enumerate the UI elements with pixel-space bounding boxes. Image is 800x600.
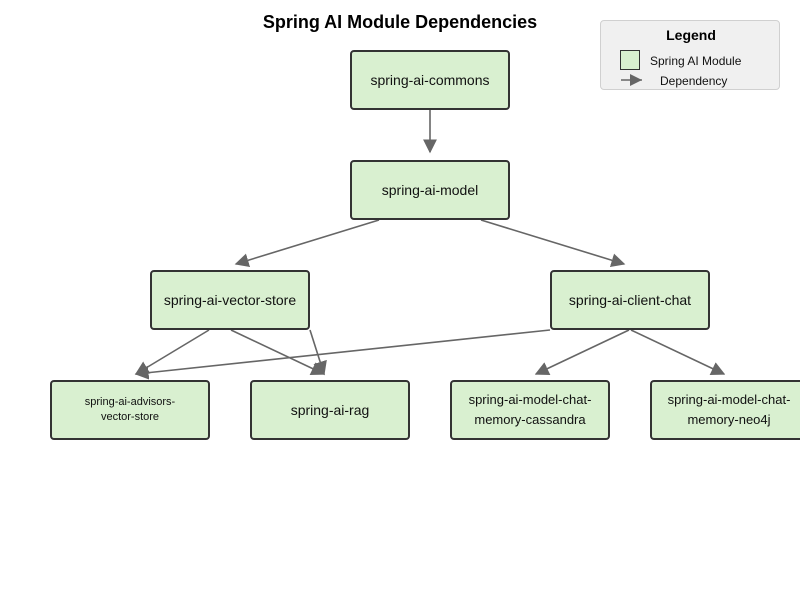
node-label-line1: spring-ai-model-chat-: [468, 392, 592, 407]
node-label: spring-ai-client-chat: [568, 292, 692, 308]
edge-client-chat-to-neo4j: [630, 329, 726, 375]
node-spring-ai-model-chat-memory-neo4j: spring-ai-model-chat- memory-neo4j: [650, 380, 800, 440]
legend-title: Legend: [666, 27, 716, 43]
diagram-title: Spring AI Module Dependencies: [262, 12, 538, 32]
node-spring-ai-advisors-vector-store: spring-ai-advisors- vector-store: [50, 380, 210, 440]
node-spring-ai-vector-store: spring-ai-vector-store: [150, 270, 310, 330]
legend: Legend Spring AI Module Dependency: [600, 20, 780, 90]
legend-arrow-icon: [621, 74, 642, 86]
node-label: spring-ai-model: [381, 182, 479, 198]
node-label: spring-ai-rag: [290, 402, 370, 418]
legend-module-swatch: [620, 50, 640, 70]
legend-module-label: Spring AI Module: [650, 54, 742, 68]
edge-model-to-client-chat: [480, 219, 626, 267]
edge-model-to-vector-store: [234, 219, 380, 267]
node-spring-ai-model: spring-ai-model: [350, 160, 510, 220]
edge-client-chat-to-cassandra: [534, 329, 630, 375]
edge-vector-store-to-rag-b: [309, 329, 327, 376]
node-label-line2: memory-neo4j: [687, 412, 771, 427]
node-spring-ai-rag: spring-ai-rag: [250, 380, 410, 440]
edge-vector-store-to-rag-a: [230, 329, 326, 375]
node-label-line1: spring-ai-model-chat-: [667, 392, 791, 407]
node-label-line2: vector-store: [100, 411, 160, 423]
node-spring-ai-client-chat: spring-ai-client-chat: [550, 270, 710, 330]
node-label-line1: spring-ai-advisors-: [84, 396, 176, 408]
legend-dependency-label: Dependency: [660, 74, 728, 88]
node-label: spring-ai-commons: [370, 72, 490, 88]
node-spring-ai-model-chat-memory-cassandra: spring-ai-model-chat- memory-cassandra: [450, 380, 610, 440]
node-label-line2: memory-cassandra: [474, 412, 586, 427]
node-label: spring-ai-vector-store: [163, 292, 297, 308]
node-spring-ai-commons: spring-ai-commons: [350, 50, 510, 110]
edge-client-chat-to-advisors: [134, 329, 551, 380]
